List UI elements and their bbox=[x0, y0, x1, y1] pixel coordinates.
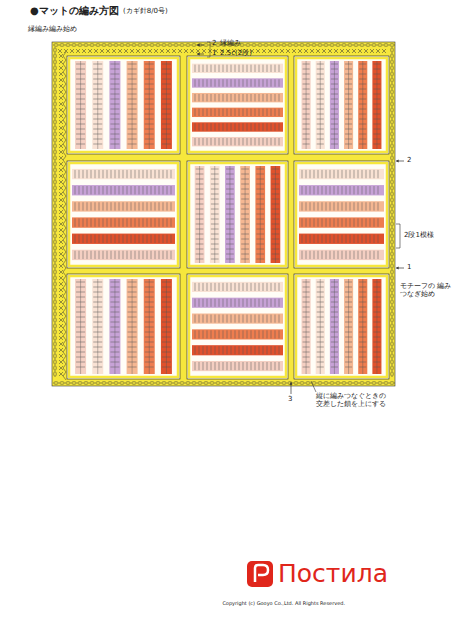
watermark: Постила bbox=[278, 560, 388, 589]
joining-note: 縦に編みつなぐときの 交差した鎖を上にする bbox=[316, 392, 392, 408]
dimension: 2.5c(2段) bbox=[220, 49, 252, 57]
pattern-repeat: 2段1模様 bbox=[404, 231, 434, 239]
hook-size: (カギ針8/0号) bbox=[123, 7, 168, 15]
row-number: 3 bbox=[288, 395, 292, 403]
row-number: 2 bbox=[407, 156, 411, 164]
stitch-marks bbox=[54, 44, 395, 385]
edging-label: 縁編み bbox=[220, 39, 241, 47]
row-number: 1 bbox=[212, 49, 216, 57]
annotation-marks bbox=[197, 42, 404, 394]
joining-start-note: モチーフの 編みつなぎ始め bbox=[400, 282, 456, 298]
chart-title: ●マットの編み方図 bbox=[30, 5, 119, 17]
border-edging bbox=[52, 42, 395, 386]
row-number: 2 bbox=[212, 39, 216, 47]
motifs bbox=[67, 56, 389, 379]
watermark-logo bbox=[247, 561, 273, 587]
copyright: Copyright (c) Gooyo Co.,Ltd. All Rights … bbox=[222, 601, 345, 607]
edging-start-note: 縁編み編み始め bbox=[28, 25, 77, 33]
row-number: 1 bbox=[407, 263, 411, 271]
